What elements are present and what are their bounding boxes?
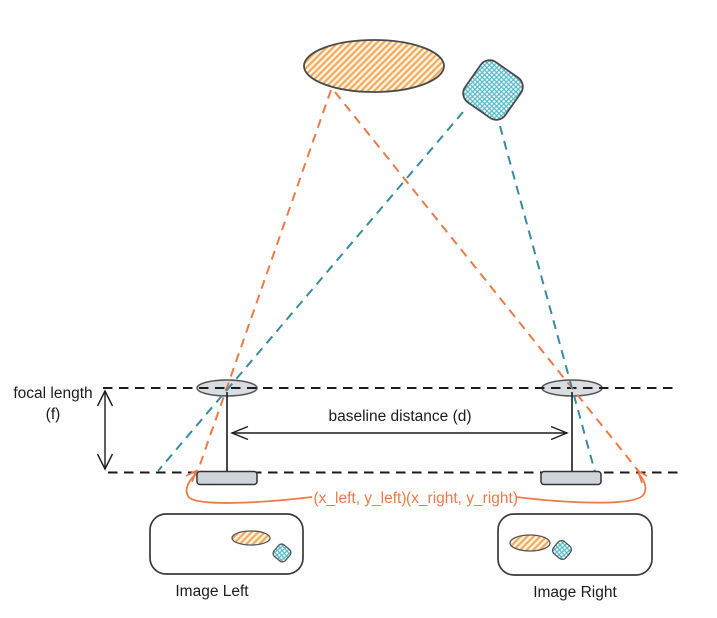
- ray-square-to-left-lens: [157, 111, 464, 472]
- baseline-arrow: [230, 425, 569, 441]
- focal-length-label-line1: focal length: [13, 385, 92, 402]
- ray-ellipse-to-right-lens: [334, 91, 641, 474]
- right-point-pointer-arrow: [515, 469, 648, 504]
- image-left-view: [149, 513, 304, 575]
- image-right-view: [497, 513, 653, 576]
- image-right-square: [551, 539, 573, 561]
- right-image-sensor: [540, 470, 602, 486]
- scene-object-square: [462, 59, 524, 121]
- left-image-point-label: (x_left, y_left): [313, 490, 406, 507]
- focal-length-arrowhead-down: [96, 453, 114, 471]
- focal-length-arrow: [96, 389, 114, 471]
- focal-length-label-line2: (f): [46, 406, 61, 423]
- image-right-caption: Image Right: [533, 584, 617, 601]
- ray-ellipse-to-left-lens: [195, 89, 332, 477]
- left-point-pointer-head: [185, 469, 198, 483]
- right-point-pointer-head: [636, 469, 648, 484]
- image-left-caption: Image Left: [175, 583, 249, 600]
- right-point-pointer-curve: [515, 472, 647, 504]
- scene-object-ellipse: [303, 39, 445, 93]
- baseline-arrowhead-right: [550, 425, 569, 441]
- left-image-sensor: [196, 470, 258, 486]
- image-right-frame: [497, 513, 653, 576]
- ray-square-to-right-lens: [499, 125, 596, 473]
- left-point-pointer-arrow: [185, 469, 313, 504]
- focal-length-arrowhead-up: [96, 389, 114, 407]
- image-left-square: [272, 543, 292, 563]
- baseline-distance-label: baseline distance (d): [328, 408, 471, 425]
- image-left-ellipse: [231, 530, 271, 546]
- right-image-point-label: (x_right, y_right): [406, 490, 518, 507]
- image-left-frame: [149, 513, 304, 575]
- left-point-pointer-curve: [185, 473, 313, 504]
- baseline-arrowhead-left: [230, 425, 249, 441]
- image-right-ellipse: [509, 534, 551, 552]
